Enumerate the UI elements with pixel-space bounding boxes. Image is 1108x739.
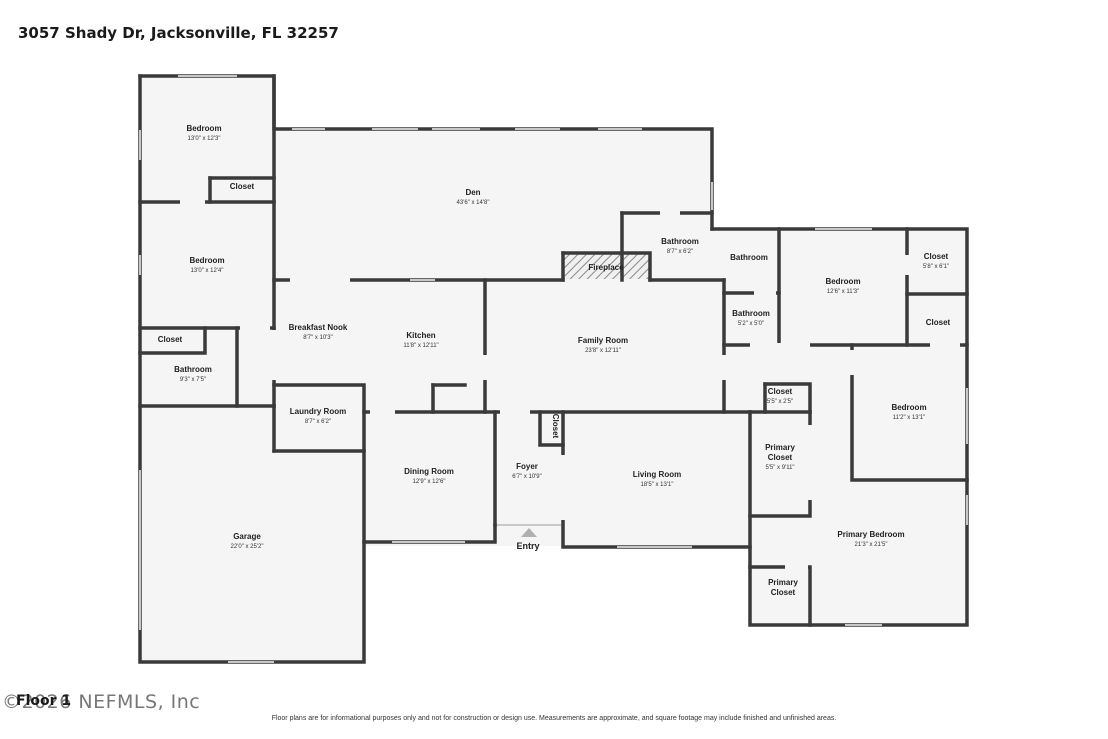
entry-label: Entry bbox=[516, 541, 539, 551]
room-name-21: Closet bbox=[926, 318, 951, 327]
watermark: ©2026 NEFMLS, Inc bbox=[2, 691, 201, 713]
floor-fills bbox=[140, 76, 967, 662]
room-dim-22: 5'5" x 2'5" bbox=[767, 399, 793, 405]
room-name-11: Laundry Room bbox=[290, 407, 346, 416]
room-name-0: Bedroom bbox=[186, 124, 221, 133]
windows bbox=[139, 75, 968, 663]
room-dim-25: 21'3" x 21'5" bbox=[855, 542, 888, 548]
room-dim-16: 22'0" x 25'2" bbox=[231, 544, 264, 550]
room-name-13: Foyer bbox=[516, 462, 538, 471]
room-name-3: Closet bbox=[158, 335, 183, 344]
room-name-4: Bathroom bbox=[174, 365, 212, 374]
room-dim-13: 6'7" x 10'9" bbox=[512, 474, 542, 480]
room-name-14: Closet bbox=[551, 414, 560, 439]
room-dim-12: 12'9" x 12'6" bbox=[413, 479, 446, 485]
room-dim-15: 18'5" x 13'1" bbox=[641, 482, 674, 488]
room-dim-6: 8'7" x 6'2" bbox=[667, 249, 693, 255]
room-name-8: Breakfast Nook bbox=[289, 323, 348, 332]
room-name-25: Primary Bedroom bbox=[837, 530, 904, 539]
page-title: 3057 Shady Dr, Jacksonville, FL 32257 bbox=[18, 24, 339, 42]
room-dim-11: 8'7" x 6'2" bbox=[305, 419, 331, 425]
room-name-9: Kitchen bbox=[406, 331, 435, 340]
room-name-7: Fireplace bbox=[588, 263, 624, 272]
floor-label: Floor 1 bbox=[16, 693, 72, 709]
room-name-16: Garage bbox=[233, 532, 261, 541]
room-dim-24: 5'5" x 9'11" bbox=[765, 465, 794, 471]
room-name-19: Bedroom bbox=[825, 277, 860, 286]
room-name-18: Bathroom bbox=[732, 309, 770, 318]
room-name-20: Closet bbox=[924, 252, 949, 261]
room-dim-10: 23'8" x 12'11" bbox=[585, 348, 621, 354]
room-dim-8: 8'7" x 10'3" bbox=[303, 335, 333, 341]
room-name-12: Dining Room bbox=[404, 467, 454, 476]
room-name-15: Living Room bbox=[633, 470, 681, 479]
entry-arrow-icon bbox=[521, 528, 537, 537]
room-dim-19: 12'6" x 11'3" bbox=[827, 289, 859, 295]
room-dim-0: 13'0" x 12'3" bbox=[188, 136, 221, 142]
room-name-2: Bedroom bbox=[189, 256, 224, 265]
doorways bbox=[180, 200, 960, 569]
disclaimer: Floor plans are for informational purpos… bbox=[271, 715, 837, 722]
room-dim-9: 11'8" x 12'11" bbox=[403, 343, 438, 349]
room-dim-5: 43'6" x 14'8" bbox=[457, 200, 490, 206]
room-name-10: Family Room bbox=[578, 336, 628, 345]
room-name-22: Closet bbox=[768, 387, 793, 396]
room-name-23: Bedroom bbox=[891, 403, 926, 412]
room-name-1: Closet bbox=[230, 182, 255, 191]
room-dim-2: 13'0" x 12'4" bbox=[191, 268, 224, 274]
room-name-5: Den bbox=[465, 188, 480, 197]
room-dim-4: 9'3" x 7'5" bbox=[180, 377, 206, 383]
room-dim-20: 5'8" x 6'1" bbox=[923, 264, 949, 270]
room-name-6: Bathroom bbox=[661, 237, 699, 246]
room-dim-18: 5'2" x 5'0" bbox=[738, 321, 764, 327]
room-dim-23: 11'2" x 13'1" bbox=[893, 415, 925, 421]
room-name-17: Bathroom bbox=[730, 253, 768, 262]
